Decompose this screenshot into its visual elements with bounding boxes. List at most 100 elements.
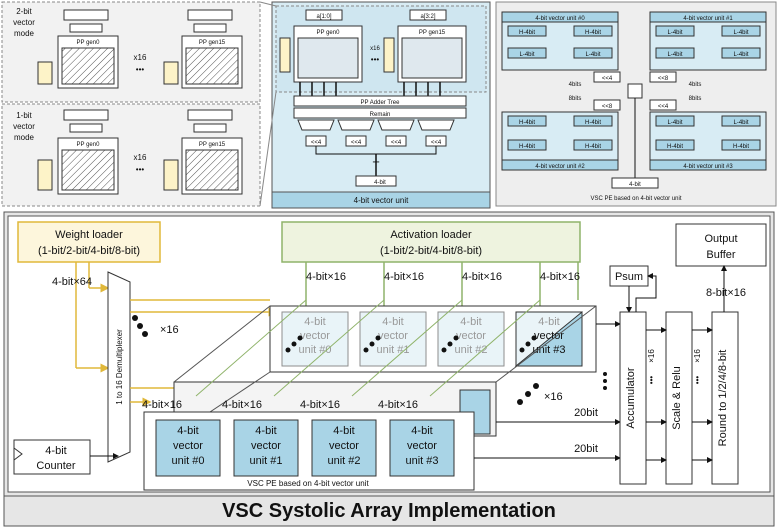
- dots-1bit: •••: [136, 165, 145, 174]
- title-bar: [3, 495, 775, 527]
- output-buffer-line1: Output: [704, 233, 737, 245]
- pp-gen15-label-2bit: PP gen15: [199, 40, 226, 46]
- front-vu1-l2: vector: [251, 440, 281, 452]
- shl4-b: <<4: [658, 104, 669, 110]
- acc-dots: •••: [647, 376, 656, 385]
- back-vu0-l2: vector: [300, 330, 330, 342]
- dots-2bit: •••: [136, 65, 145, 74]
- u0-lo-b: L-4bit: [585, 52, 600, 58]
- bits20-b: 20bit: [574, 443, 598, 455]
- mode2-label-line2: vector: [13, 18, 35, 27]
- bits8-left: 8bits: [569, 96, 582, 102]
- x16-2bit: x16: [134, 53, 147, 62]
- shl4-a: <<4: [602, 76, 613, 82]
- vector-unit-panel: a[1:0] a[3:2] PP gen0 PP gen15 x16 ••• P…: [271, 1, 491, 209]
- output-buffer-line2: Buffer: [706, 249, 735, 261]
- activation-loader-line1: Activation loader: [390, 229, 472, 241]
- back-vu2-l1: 4-bit: [460, 316, 481, 328]
- act-bus-2: 4-bit×16: [462, 271, 502, 283]
- demux-x16-label: ×16: [160, 324, 179, 336]
- pe-output-bits: 4-bit: [629, 182, 641, 188]
- front-vu0-l1: 4-bit: [177, 425, 198, 437]
- shift-1: <<4: [351, 140, 362, 146]
- vec-unit-1-title: 4-bit vector unit #1: [683, 16, 733, 22]
- scale-relu-label: Scale & Relu: [671, 366, 683, 430]
- vec-unit-3-title: 4-bit vector unit #3: [683, 164, 733, 170]
- mode2-label-line3: mode: [14, 29, 35, 38]
- array-x16-label: ×16: [544, 391, 563, 403]
- x16-vu: x16: [370, 46, 380, 52]
- sum-icon: +: [372, 154, 380, 169]
- shift-0: <<4: [311, 140, 322, 146]
- u1-lo-c: L-4bit: [667, 52, 682, 58]
- weight-loader-line2: (1-bit/2-bit/4-bit/8-bit): [38, 245, 140, 257]
- front-act-bus-1: 4-bit×16: [222, 399, 262, 411]
- u3-hi-a: H-4bit: [667, 144, 683, 150]
- scale-x16: ×16: [693, 349, 702, 363]
- vec-unit-2-title: 4-bit vector unit #2: [535, 164, 585, 170]
- front-act-bus-3: 4-bit×16: [378, 399, 418, 411]
- bits4-left: 4bits: [569, 82, 582, 88]
- back-vu1-l1: 4-bit: [382, 316, 403, 328]
- front-vu0-l3: unit #0: [171, 455, 204, 467]
- counter-line1: 4-bit: [45, 445, 66, 457]
- back-vu3-l3: unit #3: [532, 344, 565, 356]
- pp-gen0-label-2bit: PP gen0: [77, 40, 101, 46]
- back-vu3-l2: vector: [534, 330, 564, 342]
- slice-a-top: a[3:2]: [420, 14, 435, 20]
- front-vu2-l2: vector: [329, 440, 359, 452]
- systolic-array-main: Weight loader (1-bit/2-bit/4-bit/8-bit) …: [3, 211, 775, 497]
- act-bus-3: 4-bit×16: [540, 271, 580, 283]
- accumulator-label: Accumulator: [625, 367, 637, 428]
- bottom-title: VSC Systolic Array Implementation: [222, 500, 556, 522]
- vsc-pe-top-title: VSC PE based on 4-bit vector unit: [590, 196, 681, 202]
- vsc-pe-panel: 4-bit vector unit #0 H-4bit H-4bit L-4bi…: [495, 1, 777, 207]
- u2-hi-d: H-4bit: [585, 144, 601, 150]
- shl8-b: <<8: [602, 104, 613, 110]
- out-bus-label: 8-bit×16: [706, 287, 746, 299]
- shift-3: <<4: [431, 140, 442, 146]
- vu-output-bits: 4-bit: [374, 180, 386, 186]
- front-vu0-l2: vector: [173, 440, 203, 452]
- remain-block: Remain: [370, 112, 391, 118]
- u2-hi-a: H-4bit: [519, 120, 535, 126]
- front-vu3-l2: vector: [407, 440, 437, 452]
- acc-x16: ×16: [647, 349, 656, 363]
- pp-gen0-vu: PP gen0: [317, 30, 341, 36]
- bits8-right: 8bits: [689, 96, 702, 102]
- front-vu1-l3: unit #1: [249, 455, 282, 467]
- pp-gen15-vu: PP gen15: [419, 30, 446, 36]
- u1-lo-a: L-4bit: [667, 30, 682, 36]
- bits20-a: 20bit: [574, 407, 598, 419]
- dots-vu: •••: [371, 55, 380, 64]
- u3-lo-a: L-4bit: [667, 120, 682, 126]
- u0-hi-b: H-4bit: [585, 30, 601, 36]
- scale-dots: •••: [693, 376, 702, 385]
- front-act-bus-2: 4-bit×16: [300, 399, 340, 411]
- back-vu2-l2: vector: [456, 330, 486, 342]
- x16-1bit: x16: [134, 153, 147, 162]
- pp-gen0-label-1bit: PP gen0: [77, 142, 101, 148]
- bits4-right: 4bits: [689, 82, 702, 88]
- vec-unit-0-title: 4-bit vector unit #0: [535, 16, 585, 22]
- activation-loader-line2: (1-bit/2-bit/4-bit/8-bit): [380, 245, 482, 257]
- u1-lo-d: L-4bit: [733, 52, 748, 58]
- u2-hi-b: H-4bit: [585, 120, 601, 126]
- act-bus-1: 4-bit×16: [384, 271, 424, 283]
- front-vu2-l1: 4-bit: [333, 425, 354, 437]
- shift-2: <<4: [391, 140, 402, 146]
- front-act-bus-0: 4-bit×16: [142, 399, 182, 411]
- back-vu3-l1: 4-bit: [538, 316, 559, 328]
- u0-hi-a: H-4bit: [519, 30, 535, 36]
- vector-unit-title: 4-bit vector unit: [354, 196, 409, 205]
- shl8-a: <<8: [658, 76, 669, 82]
- pp-gen15-label-1bit: PP gen15: [199, 142, 226, 148]
- u1-lo-b: L-4bit: [733, 30, 748, 36]
- round-label: Round to 1/2/4/8-bit: [717, 350, 729, 447]
- weight-bus-label: 4-bit×64: [52, 276, 92, 288]
- u3-lo-b: L-4bit: [733, 120, 748, 126]
- back-vu0-l1: 4-bit: [304, 316, 325, 328]
- psum-label: Psum: [615, 271, 643, 283]
